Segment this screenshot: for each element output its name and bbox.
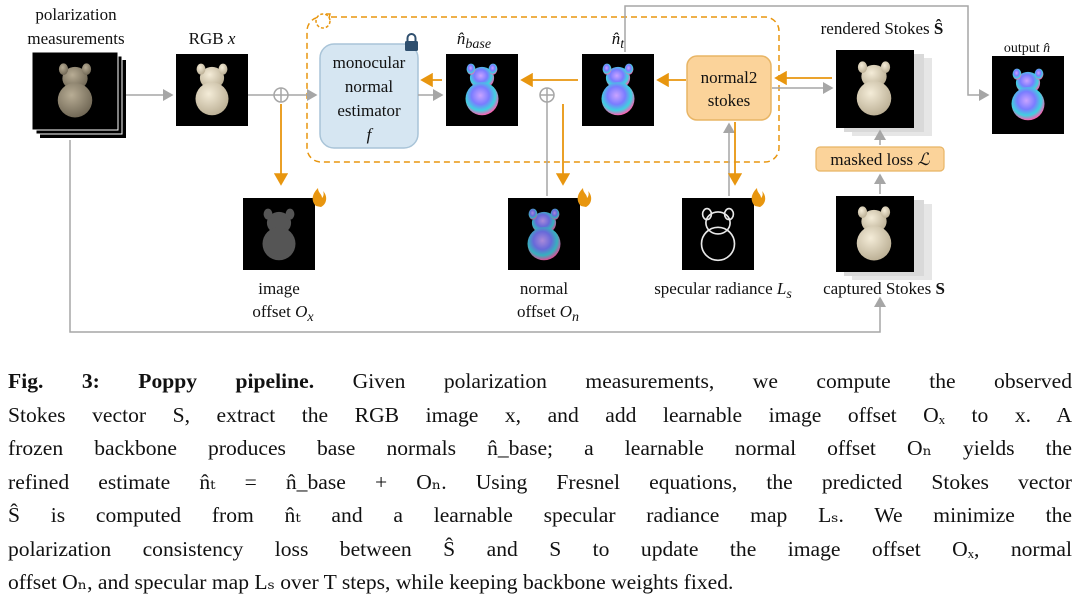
polarization-label-1: polarization [35, 5, 117, 24]
lock-icon [405, 33, 418, 51]
n-t-label: n̂t [612, 29, 626, 52]
fire-icon [312, 188, 327, 207]
normal-offset-label-1: normal [520, 279, 568, 298]
estimator-var: f [367, 125, 374, 144]
image-offset-label-2: offset Ox [252, 302, 314, 325]
estimator-label-3: estimator [337, 101, 401, 120]
output-label: output n̂ [1004, 41, 1050, 56]
rendered-label: rendered Stokes Ŝ [821, 19, 944, 38]
gray-arrows [69, 5, 990, 333]
estimator-label-2: normal [345, 77, 393, 96]
caption-line: offset Oₙ, and specular map Lₛ over T st… [8, 570, 734, 594]
rendered-stokes-stack [836, 50, 932, 136]
caption-line: frozen backbone produces base normals n̂… [8, 436, 1072, 460]
normal2stokes-label-1: normal2 [701, 68, 758, 87]
rgb-label: RGB x [189, 29, 236, 48]
captured-stokes-stack [836, 196, 932, 280]
output-image [992, 56, 1064, 134]
orange-arrows [273, 70, 832, 186]
add-node-2 [539, 87, 555, 103]
normal-offset-label-2: offset On [517, 302, 579, 325]
fire-icon [751, 188, 766, 207]
normal2stokes-label-2: stokes [708, 91, 751, 110]
caption-line: polarization consistency loss between Ŝ … [8, 536, 1072, 561]
specular-label: specular radiance Ls [654, 279, 792, 302]
captured-label: captured Stokes S [823, 279, 945, 298]
polarization-label-2: measurements [27, 29, 124, 48]
caption-line: refined estimate n̂ₜ = n̂_base + Oₙ. Usi… [8, 469, 1072, 494]
n-base-label: n̂base [457, 29, 491, 52]
masked-loss-box [815, 146, 945, 172]
normal2stokes-box [686, 55, 772, 121]
caption-text: Given polarization measurements, we comp… [352, 369, 1072, 393]
estimator-box [319, 43, 419, 149]
fire-icon [577, 188, 592, 207]
figure-caption: Fig. 3: Poppy pipeline. Given polarizati… [8, 365, 1072, 600]
caption-line: Stokes vector S, extract the RGB image x… [8, 402, 1072, 427]
image-offset-image [243, 198, 315, 270]
caption-line: Ŝ is computed from n̂ₜ and a learnable s… [8, 503, 1072, 527]
figure-label: Fig. 3: Poppy pipeline. [8, 369, 315, 393]
masked-loss-label: masked loss ℒ [830, 150, 930, 169]
rgb-image [176, 54, 248, 126]
estimator-label-1: monocular [333, 53, 406, 72]
loop-icon [315, 13, 331, 29]
frozen-loop-region [306, 16, 780, 163]
caption-line: Fig. 3: Poppy pipeline. Given polarizati… [8, 365, 1072, 399]
specular-image [682, 198, 754, 270]
normal-offset-image [508, 198, 580, 270]
pipeline-diagram: polarization measurements RGB x monocula… [27, 5, 1064, 333]
n-base-image [446, 54, 518, 126]
n-t-image [582, 54, 654, 126]
image-offset-label-1: image [258, 279, 300, 298]
add-node-1 [273, 87, 289, 103]
polarization-stack [31, 51, 126, 138]
